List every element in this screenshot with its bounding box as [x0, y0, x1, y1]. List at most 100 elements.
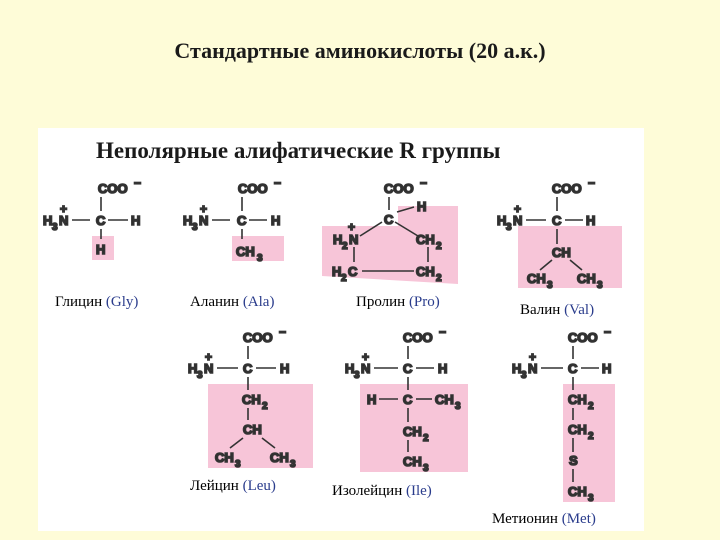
svg-text:C: C: [403, 392, 413, 407]
svg-text:H: H: [367, 392, 376, 407]
svg-text:H: H: [333, 232, 342, 247]
svg-text:C: C: [552, 213, 562, 228]
svg-text:CH: CH: [403, 424, 422, 439]
gly-r-highlight: [92, 236, 114, 260]
leu-r-highlight: [208, 384, 313, 468]
svg-text:COO: COO: [238, 181, 268, 196]
svg-text:3: 3: [197, 370, 203, 381]
svg-text:+: +: [514, 202, 521, 216]
isoleucine-name: Изолейцин: [332, 483, 403, 499]
svg-text:COO: COO: [403, 330, 433, 345]
svg-text:N: N: [199, 213, 208, 228]
panel-title: Неполярные алифатические R группы: [96, 138, 501, 163]
svg-text:H: H: [131, 213, 140, 228]
svg-text:H: H: [512, 361, 521, 376]
svg-text:CH: CH: [243, 422, 262, 437]
svg-text:CH: CH: [416, 232, 435, 247]
svg-text:H: H: [586, 213, 595, 228]
svg-text:−: −: [279, 325, 286, 339]
svg-text:H: H: [497, 213, 506, 228]
svg-text:CH: CH: [568, 484, 587, 499]
svg-text:CH: CH: [236, 244, 255, 259]
svg-text:CH: CH: [416, 264, 435, 279]
leucine-abbr: (Leu): [242, 478, 276, 494]
alanine-abbr: (Ala): [242, 294, 275, 310]
valine-name: Валин: [520, 302, 561, 318]
proline-name: Пролин: [356, 294, 406, 310]
svg-text:H: H: [438, 361, 447, 376]
svg-text:H: H: [345, 361, 354, 376]
glycine-abbr: (Gly): [105, 294, 139, 310]
svg-text:−: −: [274, 176, 281, 190]
svg-text:+: +: [205, 350, 212, 364]
svg-text:3: 3: [235, 459, 241, 470]
svg-text:3: 3: [547, 280, 553, 291]
svg-text:2: 2: [342, 241, 348, 252]
svg-text:CH: CH: [270, 450, 289, 465]
svg-text:N: N: [528, 361, 537, 376]
label-proline: Пролин (Pro): [356, 294, 440, 311]
svg-text:CH: CH: [568, 392, 587, 407]
svg-text:COO: COO: [552, 181, 582, 196]
label-glycine: Глицин (Gly): [55, 294, 138, 311]
svg-text:2: 2: [436, 241, 442, 252]
svg-text:C: C: [403, 361, 413, 376]
svg-text:2: 2: [588, 401, 594, 412]
amino-acid-panel: Неполярные алифатические R группы: [38, 128, 644, 531]
svg-text:−: −: [588, 176, 595, 190]
svg-text:3: 3: [257, 253, 263, 264]
svg-text:CH: CH: [577, 271, 596, 286]
svg-text:H: H: [280, 361, 289, 376]
label-leucine: Лейцин (Leu): [190, 478, 276, 495]
svg-text:3: 3: [423, 463, 429, 474]
svg-text:COO: COO: [384, 181, 414, 196]
svg-text:N: N: [59, 213, 68, 228]
svg-text:+: +: [348, 220, 355, 234]
svg-text:2: 2: [436, 273, 442, 284]
svg-text:2: 2: [423, 433, 429, 444]
svg-text:C: C: [237, 213, 247, 228]
svg-text:H: H: [417, 199, 426, 214]
svg-text:N: N: [204, 361, 213, 376]
svg-text:H: H: [332, 264, 341, 279]
leucine-name: Лейцин: [190, 478, 239, 494]
met-r-highlight: [563, 384, 615, 502]
methionine-abbr: (Met): [561, 511, 596, 527]
label-methionine: Метионин (Met): [492, 511, 596, 528]
svg-text:3: 3: [597, 280, 603, 291]
svg-text:3: 3: [506, 222, 512, 233]
svg-text:3: 3: [52, 222, 58, 233]
slide-title: Стандартные аминокислоты (20 а.к.): [174, 38, 546, 63]
svg-text:2: 2: [262, 401, 268, 412]
val-r-highlight: [518, 226, 622, 288]
svg-text:+: +: [362, 350, 369, 364]
svg-text:−: −: [439, 325, 446, 339]
methionine-name: Метионин: [492, 511, 558, 527]
svg-text:3: 3: [588, 493, 594, 504]
svg-text:S: S: [569, 453, 578, 468]
svg-text:3: 3: [354, 370, 360, 381]
ile-r-highlight: [360, 384, 468, 472]
svg-text:H: H: [602, 361, 611, 376]
svg-text:C: C: [384, 212, 394, 227]
svg-text:H: H: [183, 213, 192, 228]
svg-text:+: +: [200, 202, 207, 216]
svg-text:CH: CH: [552, 245, 571, 260]
glycine-name: Глицин: [55, 294, 103, 310]
svg-text:+: +: [529, 350, 536, 364]
svg-text:H: H: [43, 213, 52, 228]
alanine-name: Аланин: [190, 294, 240, 310]
svg-text:CH: CH: [568, 422, 587, 437]
svg-text:−: −: [604, 325, 611, 339]
svg-text:N: N: [513, 213, 522, 228]
isoleucine-abbr: (Ile): [405, 483, 432, 499]
svg-text:+: +: [60, 202, 67, 216]
valine-abbr: (Val): [564, 302, 595, 318]
svg-text:3: 3: [290, 459, 296, 470]
svg-text:H: H: [188, 361, 197, 376]
